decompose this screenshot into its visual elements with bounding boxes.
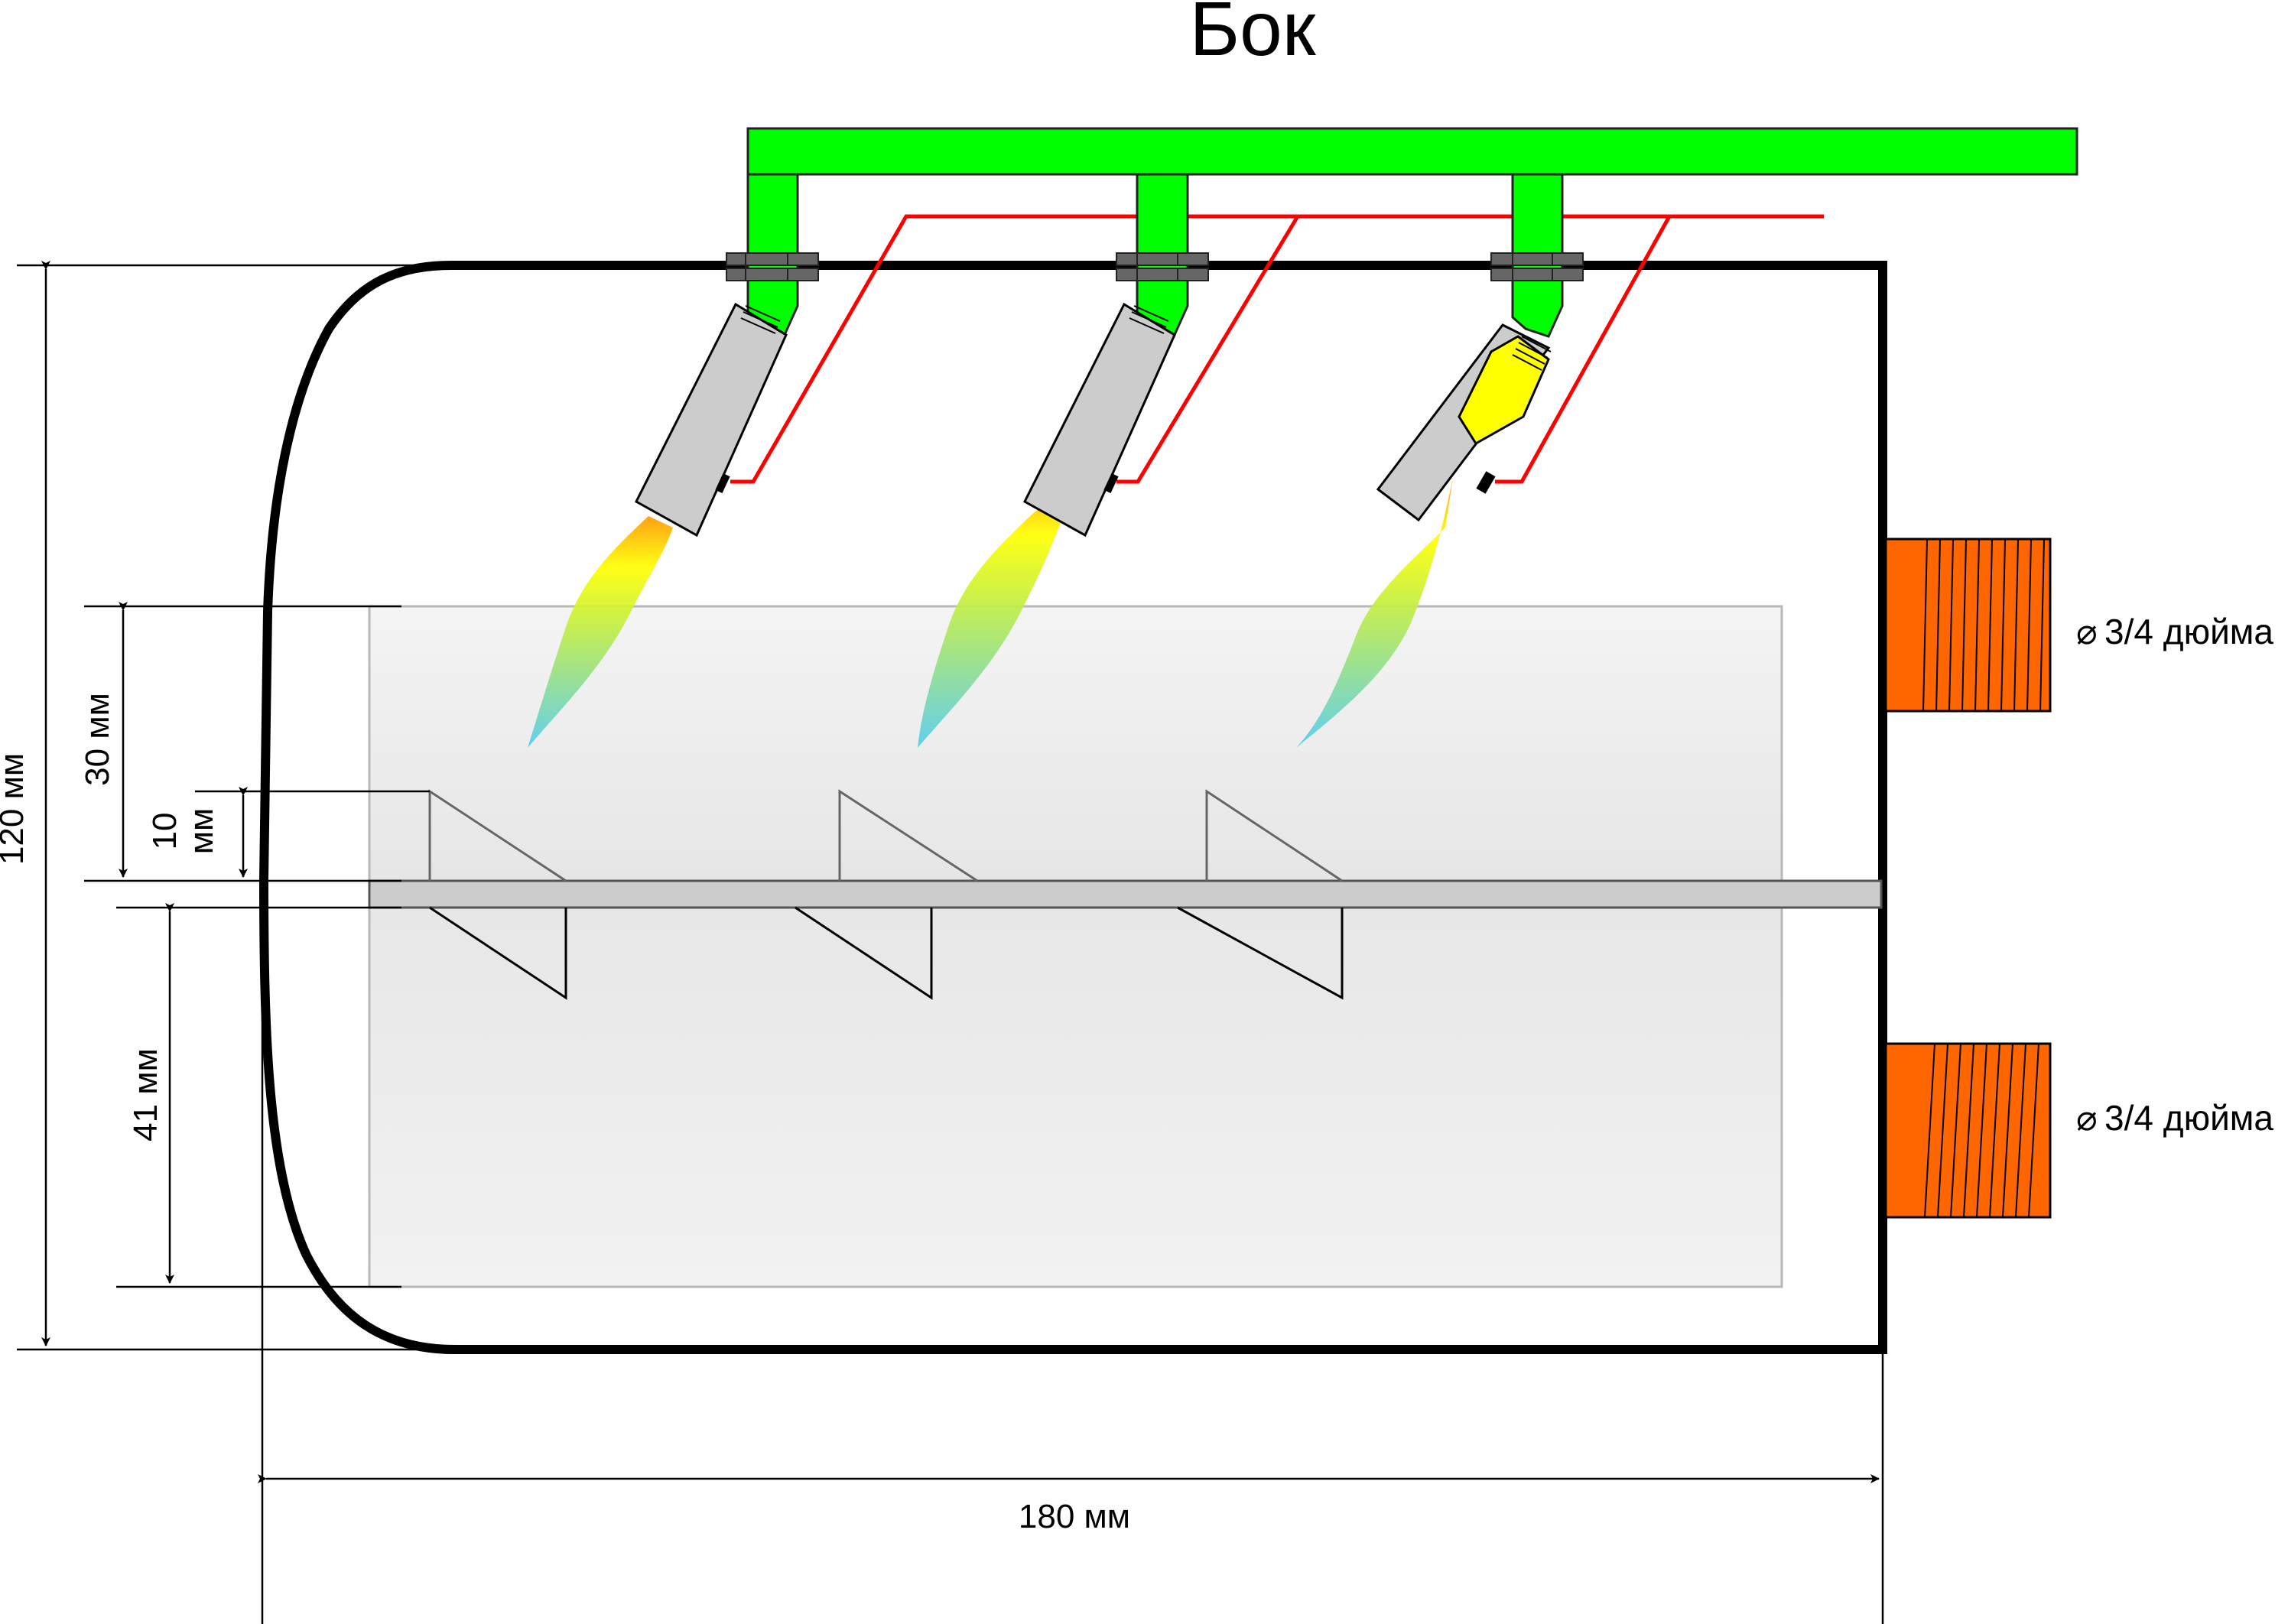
clamp-3 [1490, 252, 1584, 281]
dim-label-180: 180 мм [1019, 1498, 1130, 1535]
auger-blades [428, 789, 1344, 1000]
diameter-icon: ⌀ [2076, 612, 2098, 651]
thread-icon [740, 305, 781, 334]
clamps [726, 252, 1584, 281]
auger-blade-bottom-2 [795, 906, 933, 1000]
fitting-1 [1884, 538, 2052, 713]
material-zone [368, 605, 1783, 1288]
fitting-2 [1884, 1042, 2052, 1219]
diameter-icon: ⌀ [2076, 1098, 2098, 1138]
flames [528, 474, 1453, 748]
flame-2 [918, 474, 1078, 748]
thread-icon [1129, 305, 1169, 334]
dim-label-41: 41 мм [127, 1048, 164, 1142]
clamp-1 [726, 252, 819, 281]
thread-icon [1512, 336, 1552, 371]
ignition-wire [730, 214, 1824, 484]
igniter-icon [1103, 473, 1119, 493]
burner-body [635, 302, 788, 538]
dim-label-30: 30 мм [79, 693, 116, 786]
gas-manifold [746, 127, 2078, 338]
ignition-wire-branch-2 [1116, 215, 1300, 484]
diagram-title: Бок [1190, 0, 1317, 72]
fitting-1-label: ⌀ 3/4 дюйма [2076, 612, 2273, 651]
flame-3 [1296, 478, 1453, 748]
burner-3 [1376, 323, 1552, 522]
fitting-2-label: ⌀ 3/4 дюйма [2076, 1098, 2273, 1138]
clamp-2 [1116, 252, 1209, 281]
auger-blade-bottom-1 [429, 906, 567, 1000]
tank-body [258, 261, 1887, 1354]
dim-label-10-value: 10 [146, 813, 184, 850]
flame-1 [528, 516, 673, 748]
burner-nozzle [1458, 335, 1550, 446]
igniter-icon [715, 473, 730, 493]
dim-label-10-unit: мм [183, 808, 220, 855]
manifold-header [746, 127, 2078, 176]
auger-shaft [368, 879, 1883, 909]
fitting-size-label: 3/4 дюйма [2104, 612, 2273, 651]
burner-2 [1023, 302, 1176, 538]
fitting-size-label: 3/4 дюйма [2104, 1098, 2273, 1138]
burner-body [1023, 302, 1176, 538]
dim-label-120: 120 мм [0, 753, 31, 865]
igniter-icon [1476, 471, 1496, 494]
ignition-wire-branch-3 [1495, 215, 1672, 484]
auger-blade-top-3 [1205, 789, 1343, 882]
dimension-lines [17, 261, 1884, 1624]
burner-1 [635, 302, 788, 538]
auger-blade-top-2 [838, 789, 978, 882]
auger-blade-bottom-3 [1177, 906, 1344, 1000]
